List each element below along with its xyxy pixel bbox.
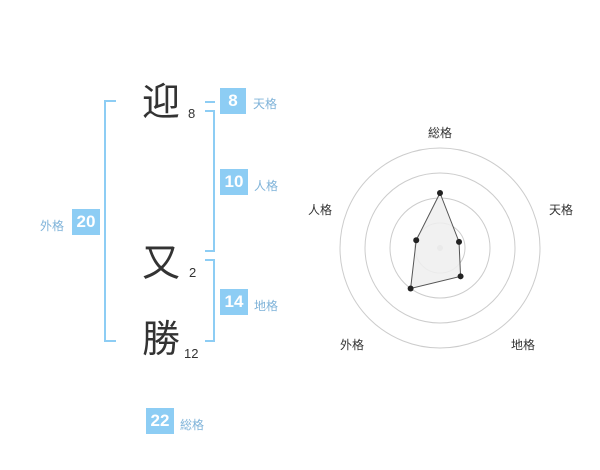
radar-point [437, 190, 443, 196]
tenkaku-label: 天格 [253, 97, 278, 111]
gaikaku-label: 外格 [40, 219, 65, 233]
chikaku-badge: 14 [220, 289, 248, 315]
gaikaku-badge: 20 [72, 209, 100, 235]
radar-axis-label-tenkaku: 天格 [549, 203, 574, 217]
stroke-count-3: 12 [184, 346, 199, 361]
jinkaku-label: 人格 [254, 179, 279, 193]
stroke-count-2: 2 [189, 265, 197, 280]
name-char-1: 迎 [142, 80, 181, 124]
gaikaku-bracket [104, 100, 116, 342]
radar-axis-label-chikaku: 地格 [511, 338, 536, 352]
radar-point [407, 285, 414, 292]
chikaku-bracket [205, 259, 215, 342]
stroke-count-1: 8 [188, 106, 196, 121]
radar-axis-label-jinkaku: 人格 [308, 203, 333, 217]
name-char-2: 又 [142, 241, 181, 285]
tenkaku-tick [205, 101, 215, 103]
radar-point [456, 238, 463, 245]
radar-axis-label-soukaku: 総格 [428, 126, 453, 140]
radar-point [457, 273, 464, 280]
soukaku-label: 総格 [180, 418, 205, 432]
radar-axis-label-gaikaku: 外格 [340, 338, 365, 352]
tenkaku-badge: 8 [220, 88, 246, 114]
jinkaku-badge: 10 [220, 169, 248, 195]
radar-ring [339, 147, 541, 349]
chikaku-label: 地格 [254, 299, 279, 313]
radar-point [413, 237, 420, 244]
radar-ring [364, 172, 516, 324]
radar-area [410, 191, 462, 290]
name-char-3: 勝 [142, 317, 181, 361]
soukaku-badge: 22 [146, 408, 174, 434]
jinkaku-bracket [205, 110, 215, 252]
